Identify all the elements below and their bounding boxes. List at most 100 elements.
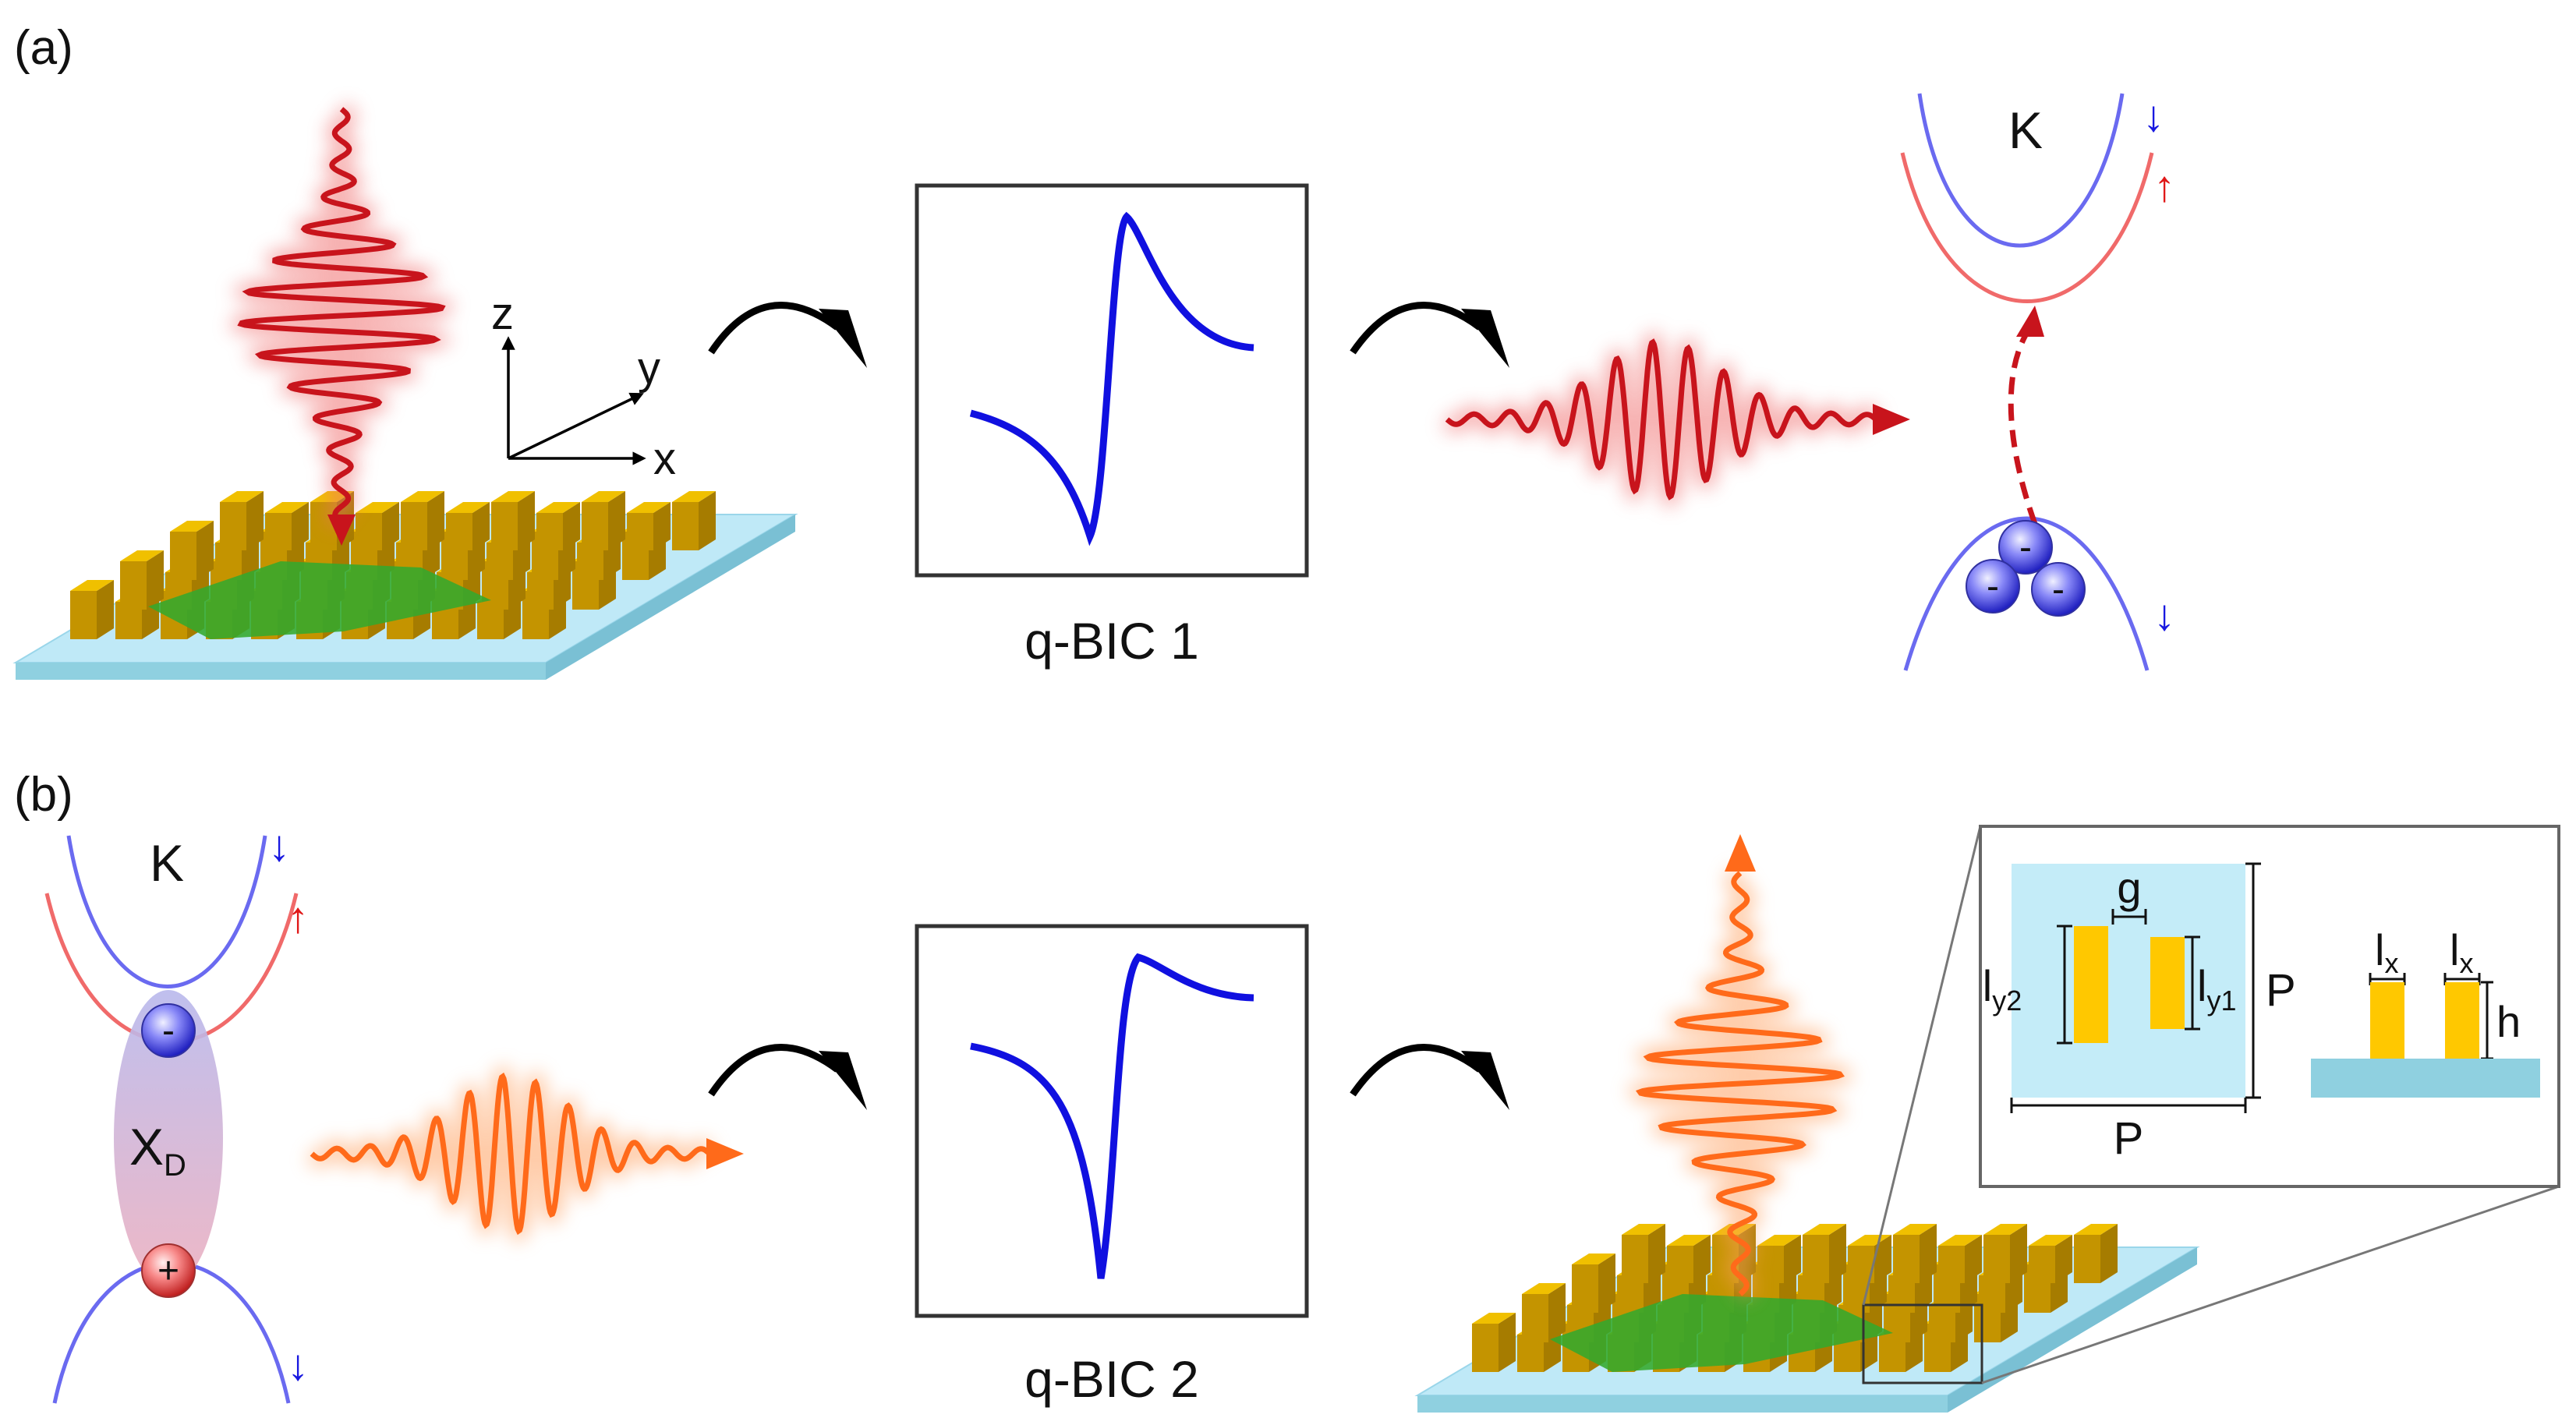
nanobar-front — [1879, 1335, 1905, 1372]
nanobar-front — [627, 513, 653, 550]
nanobar-front — [2074, 1235, 2100, 1283]
nanobar-side — [1499, 1313, 1516, 1372]
nanobar-top — [120, 550, 164, 561]
nanobar-top — [1893, 1224, 1937, 1235]
nanobar-side — [292, 502, 309, 550]
nanobar-front — [536, 513, 563, 550]
zoom-indicator — [1862, 826, 2560, 1384]
nanobar-front — [1803, 1235, 1829, 1283]
metasurface-b — [1414, 1224, 2200, 1413]
nanobar-front — [1572, 1264, 1598, 1313]
spin-down-arrow-a-bottom: ↓ — [2153, 590, 2175, 639]
nanobar-front — [215, 543, 242, 580]
panel-a-label: (a) — [14, 21, 73, 75]
nanobar-side — [518, 491, 535, 550]
axis-x-label: x — [653, 433, 676, 484]
nanobar-front — [582, 502, 608, 550]
nanobar-side — [563, 502, 580, 550]
nanobar-front — [491, 502, 518, 550]
nanobar-top — [1572, 1254, 1615, 1264]
nanobar-front — [446, 513, 472, 550]
nanobar-top — [1522, 1283, 1566, 1294]
inset-ly1-label: ly1 — [2197, 961, 2236, 1017]
coordinate-axes — [501, 336, 646, 465]
nanobar-top — [1757, 1235, 1801, 1246]
nanobar-front — [115, 602, 142, 639]
axis-z-label: z — [491, 288, 514, 339]
nanobar-front — [1938, 1246, 1965, 1283]
spin-down-arrow-b-top: ↓ — [268, 821, 290, 870]
nanobar-side — [196, 521, 214, 580]
electron-sign-2: - — [1987, 566, 1999, 607]
curved-arrow-a1 — [708, 302, 867, 368]
qbic2-resonance-curve — [970, 953, 1254, 1279]
substrate-side — [1417, 1395, 1948, 1413]
substrate-edge — [1948, 1247, 2197, 1413]
nanobar-top — [1938, 1235, 1982, 1246]
nanobar-front — [401, 502, 427, 550]
curved-arrow-b2 — [1350, 1044, 1509, 1110]
nanobar-front — [527, 572, 554, 610]
valley-k-label-b: K — [150, 834, 184, 892]
inset-ly2-label: ly2 — [1983, 961, 2022, 1017]
nanobar-side — [1648, 1224, 1665, 1283]
nanobar-front — [487, 543, 513, 580]
axis-y-label: y — [638, 343, 660, 394]
inset-height-label: h — [2496, 997, 2521, 1046]
nanobar-top — [1667, 1235, 1711, 1246]
nanobar-side — [472, 502, 490, 550]
electron-sign-1: - — [2019, 527, 2032, 568]
nanobar-top — [582, 491, 625, 502]
spin-down-arrow-b-bottom: ↓ — [287, 1340, 309, 1389]
nanobar-side — [1920, 1224, 1937, 1283]
nanobar-side — [147, 550, 164, 610]
nanobar-front — [1472, 1324, 1499, 1372]
nanobar-front — [1517, 1335, 1544, 1372]
band-diagram-b — [44, 835, 299, 1404]
emitted-wave-a — [1441, 330, 1910, 509]
nanobar-front — [477, 602, 504, 639]
curved-arrow-b1 — [708, 1044, 867, 1110]
nanobar-front — [1667, 1246, 1693, 1283]
nanobar-side — [1829, 1224, 1846, 1283]
nanobar-front — [1893, 1235, 1920, 1283]
nanobar-front — [220, 502, 246, 550]
nanobar-side — [382, 502, 399, 550]
nanobar-top — [672, 491, 716, 502]
exciton-label: XD — [129, 1118, 186, 1183]
nanobar-side — [1965, 1235, 1982, 1283]
electron-cluster — [1966, 520, 2086, 617]
nanobar-front — [120, 561, 147, 610]
electron-sign-b: - — [162, 1010, 175, 1052]
incident-wave-a — [228, 102, 455, 546]
nanobar-side — [1784, 1235, 1801, 1283]
metasurface-a — [12, 491, 798, 680]
nanobar-front — [1979, 1275, 2005, 1313]
nanobar-front — [672, 502, 699, 550]
curved-arrow-a2 — [1350, 302, 1509, 368]
nanobar-front — [1888, 1275, 1915, 1313]
nanobar-front — [577, 543, 603, 580]
nanobar-front — [1617, 1275, 1644, 1313]
nanobar-top — [401, 491, 444, 502]
inset-lx-right-label: lx — [2450, 925, 2473, 979]
inset-period-bottom-label: P — [2114, 1113, 2144, 1164]
nanobar-front — [2029, 1246, 2055, 1283]
incoming-wave-b — [306, 1063, 744, 1244]
inset-period-side-label: P — [2266, 965, 2296, 1016]
substrate-edge — [546, 514, 795, 680]
nanobar-top — [1622, 1224, 1665, 1235]
nanobar-top — [536, 502, 580, 513]
qbic2-caption: q-BIC 2 — [1024, 1350, 1199, 1408]
nanobar-front — [70, 591, 97, 639]
nanobar-side — [246, 491, 264, 550]
nanobar-front — [170, 532, 196, 580]
nanobar-side — [1598, 1254, 1615, 1313]
nanobar-front — [1929, 1305, 1955, 1342]
qbic1-caption: q-BIC 1 — [1024, 612, 1199, 670]
nanobar-top — [1983, 1224, 2027, 1235]
nanobar-front — [1757, 1246, 1784, 1283]
inset-lx-left-label: lx — [2375, 925, 2398, 979]
qbic1-box — [915, 183, 1309, 578]
